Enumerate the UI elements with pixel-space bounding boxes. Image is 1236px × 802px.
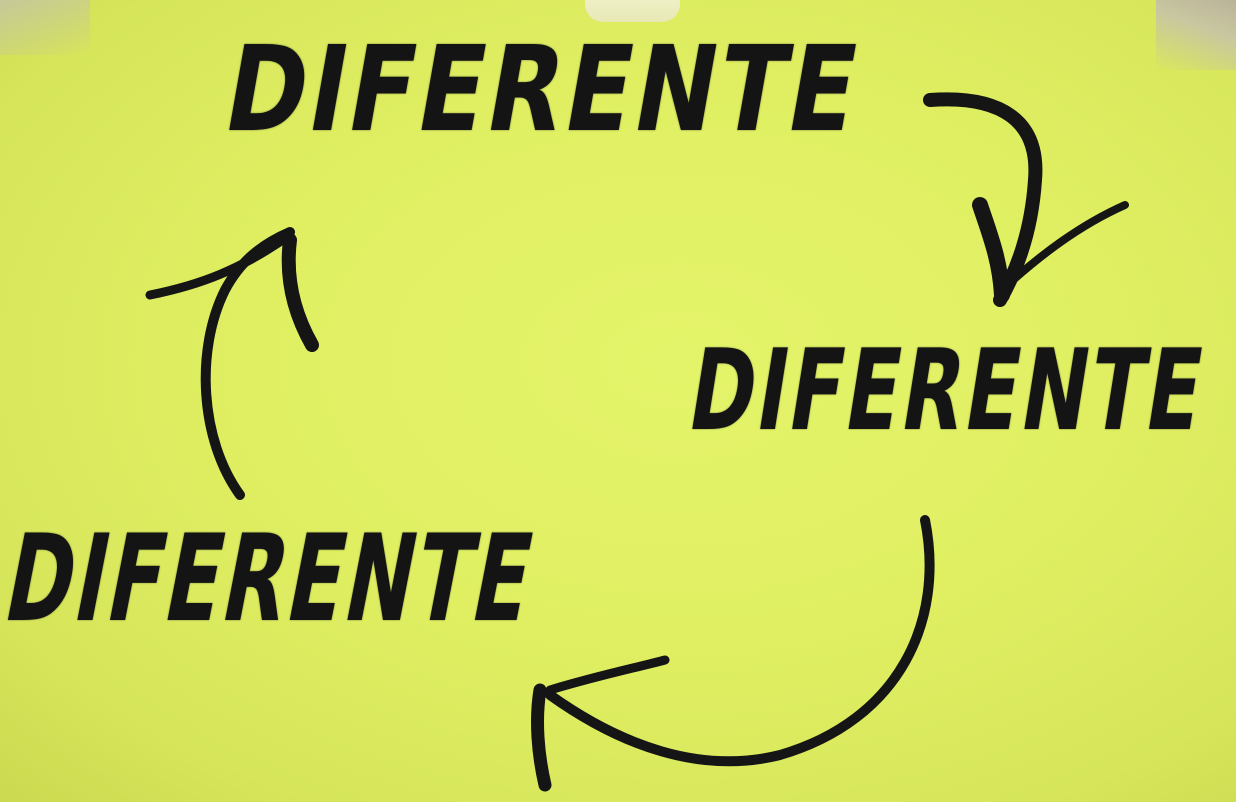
background-corner [1156,0,1236,70]
arrow-icon [145,227,319,500]
arrow-icon [923,92,1129,307]
arrow-icon [531,515,935,792]
background-corner [0,0,90,55]
note-clip [585,0,680,22]
